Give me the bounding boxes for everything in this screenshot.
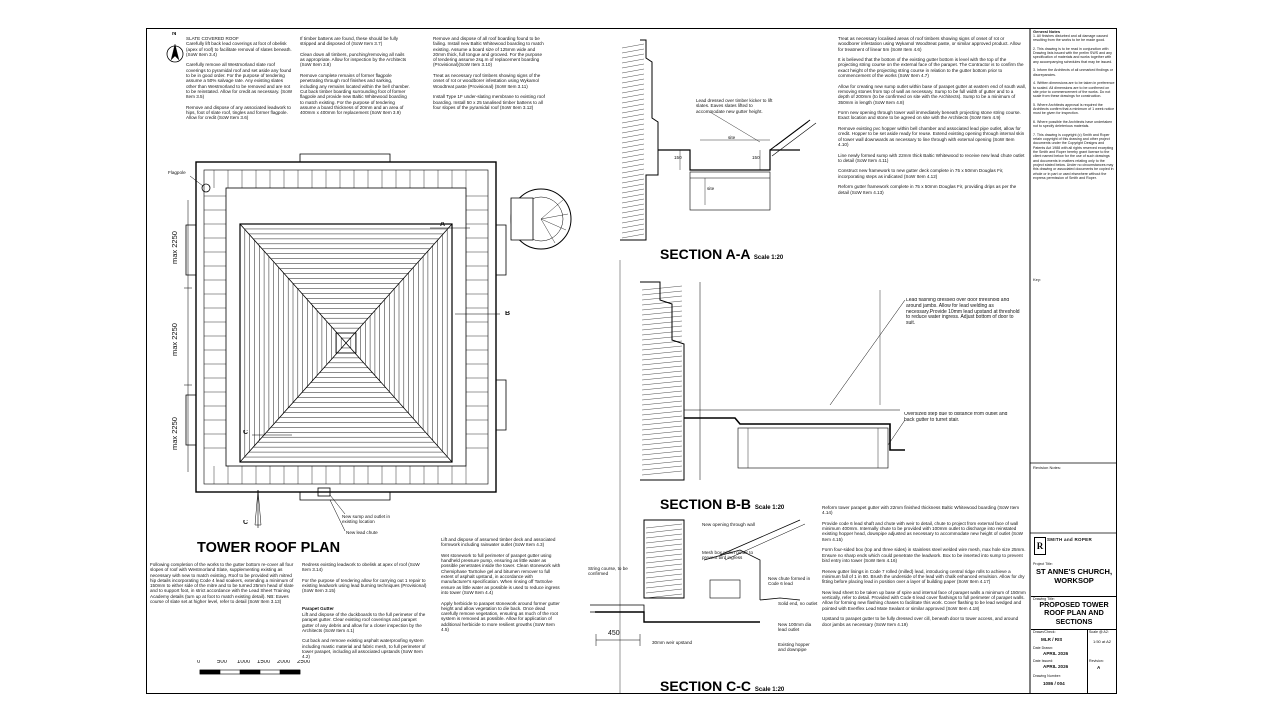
- section-a-dim-150b: 150: [752, 155, 760, 160]
- tower-roof-plan: [184, 153, 572, 532]
- flagpole-label: Flagpole: [168, 170, 186, 175]
- notes-slate-roof: SLATE COVERED ROOF Carefully lift back l…: [186, 36, 293, 121]
- date-issued-label: Date Issued:: [1033, 659, 1054, 663]
- slate-hatching: [244, 228, 448, 458]
- scale-tick-label: 2500: [297, 660, 311, 665]
- key-label: Key:: [1033, 277, 1042, 282]
- section-c-opening: New opening through wall: [702, 522, 755, 527]
- drawing-title: PROPOSED TOWER ROOF PLAN AND SECTIONS: [1039, 600, 1109, 626]
- parapet-gutter-heading: Parapet Gutter: [302, 606, 334, 611]
- sump-note: New sump and outlet in existing location: [342, 514, 392, 525]
- section-c-c: [590, 519, 806, 646]
- notes-gutter-1: Treat as necessary localised areas of ro…: [838, 36, 1026, 195]
- north-label: N: [172, 32, 177, 37]
- general-notes-heading: General Notes: [1033, 29, 1061, 34]
- date-issued: APRIL 2026: [1043, 664, 1069, 669]
- section-mark-c1: C: [243, 430, 249, 436]
- section-b-step-note: Oversized step due to distance from outl…: [904, 412, 1009, 423]
- general-notes: 1. All finishes disturbed and all damage…: [1033, 34, 1115, 180]
- north-arrow: [166, 43, 184, 63]
- section-c-hopper: Existing hopper and downpipe: [778, 642, 811, 653]
- section-mark-b: B: [505, 311, 511, 317]
- scale-label: Scale @ A2:: [1089, 630, 1109, 634]
- section-c-chute: New chute formed in Code 6 lead: [768, 576, 812, 587]
- title-block: General Notes 1. All finishes disturbed …: [1031, 29, 1117, 694]
- scale-tick-label: 500: [217, 660, 228, 665]
- section-a-a: [620, 39, 817, 241]
- scale-tick-label: 1000: [237, 660, 251, 665]
- notes-stonework: Lift and dispose of assumed timber deck …: [441, 537, 561, 633]
- section-b-flashing-note: Lead flashing dressed over door threshol…: [906, 298, 1021, 327]
- chute-note: New lead chute: [346, 530, 378, 535]
- notes-timber: If timber battens are found, these shoul…: [300, 36, 410, 116]
- section-a-site-2: site: [707, 186, 715, 191]
- firm-logo: R: [1034, 537, 1046, 555]
- notes-obelisk: Redress existing leadwork to obelisk at …: [302, 562, 427, 594]
- notes-gutter-2: Reform tower parapet gutter with 22mm fi…: [822, 505, 1026, 627]
- revision-label: Revision:: [1089, 659, 1104, 663]
- section-c-title: SECTION C-C Scale 1:20: [660, 678, 785, 694]
- section-b-title: SECTION B-B Scale 1:20: [660, 496, 785, 512]
- drawing-number-label: Drawing Number:: [1033, 674, 1061, 678]
- drawing-sheet: [146, 28, 1117, 694]
- project-title: ST ANNE'S CHURCH, WORKSOP: [1035, 567, 1113, 585]
- drawing-number: 1086 / 004: [1043, 681, 1065, 686]
- scale-value: 1:50 at A2: [1093, 639, 1112, 644]
- scale-tick-label: 0: [197, 660, 201, 665]
- date-drawn: APRIL 2026: [1043, 651, 1069, 656]
- notes-recover: Following completion of the works to the…: [150, 562, 295, 605]
- section-c-dim: 450: [608, 630, 620, 637]
- drawn-value: MLR / RIS: [1041, 637, 1063, 642]
- dim-label-2: max 2250: [171, 323, 179, 356]
- section-b-b: [640, 281, 906, 481]
- section-a-dim-150a: 150: [674, 155, 682, 160]
- section-c-string: String course, to be confirmed: [588, 566, 630, 577]
- revision-value: A: [1097, 665, 1101, 670]
- project-label: Project Title:: [1033, 562, 1053, 566]
- date-drawn-label: Date Drawn:: [1033, 646, 1053, 650]
- scale-tick-label: 2000: [277, 660, 291, 665]
- section-a-lead-note: Lead dressed over timber kicker to lift …: [696, 98, 774, 114]
- section-c-mesh: Mesh box within gutter to prevent bird i…: [702, 550, 755, 561]
- section-mark-a: A: [440, 222, 446, 228]
- section-mark-c2: C: [243, 520, 249, 526]
- drawing-title-label: Drawing Title:: [1033, 597, 1055, 601]
- section-a-title: SECTION A-A Scale 1:20: [660, 246, 784, 262]
- plan-title: TOWER ROOF PLAN: [197, 540, 341, 556]
- section-c-outlet: New 100mm dia lead outlet: [778, 622, 813, 633]
- drawn-label: Drawn/Check:: [1033, 630, 1056, 634]
- parapet-outer: [195, 161, 497, 493]
- section-c-solid-end: Solid end, no outlet: [778, 601, 818, 606]
- notes-parapet-gutter: Lift and dispose of the duckboards to th…: [302, 612, 426, 660]
- notes-boarding: Remove and dispose of all roof boarding …: [433, 36, 545, 110]
- dim-label-1: max 2250: [171, 231, 179, 264]
- scale-tick-label: 1500: [257, 660, 271, 665]
- section-a-site-1: site: [728, 135, 736, 140]
- scale-bar: [199, 669, 301, 675]
- sheet-frame-lines: [619, 28, 1117, 694]
- firm-name: SMITH and ROPER: [1047, 537, 1093, 542]
- section-c-upstand: 30mm weir upstand: [652, 640, 693, 645]
- dim-label-3: max 2250: [171, 417, 179, 450]
- revision-notes-label: Revision Notes:: [1033, 465, 1062, 470]
- roof-eaves: [239, 223, 453, 463]
